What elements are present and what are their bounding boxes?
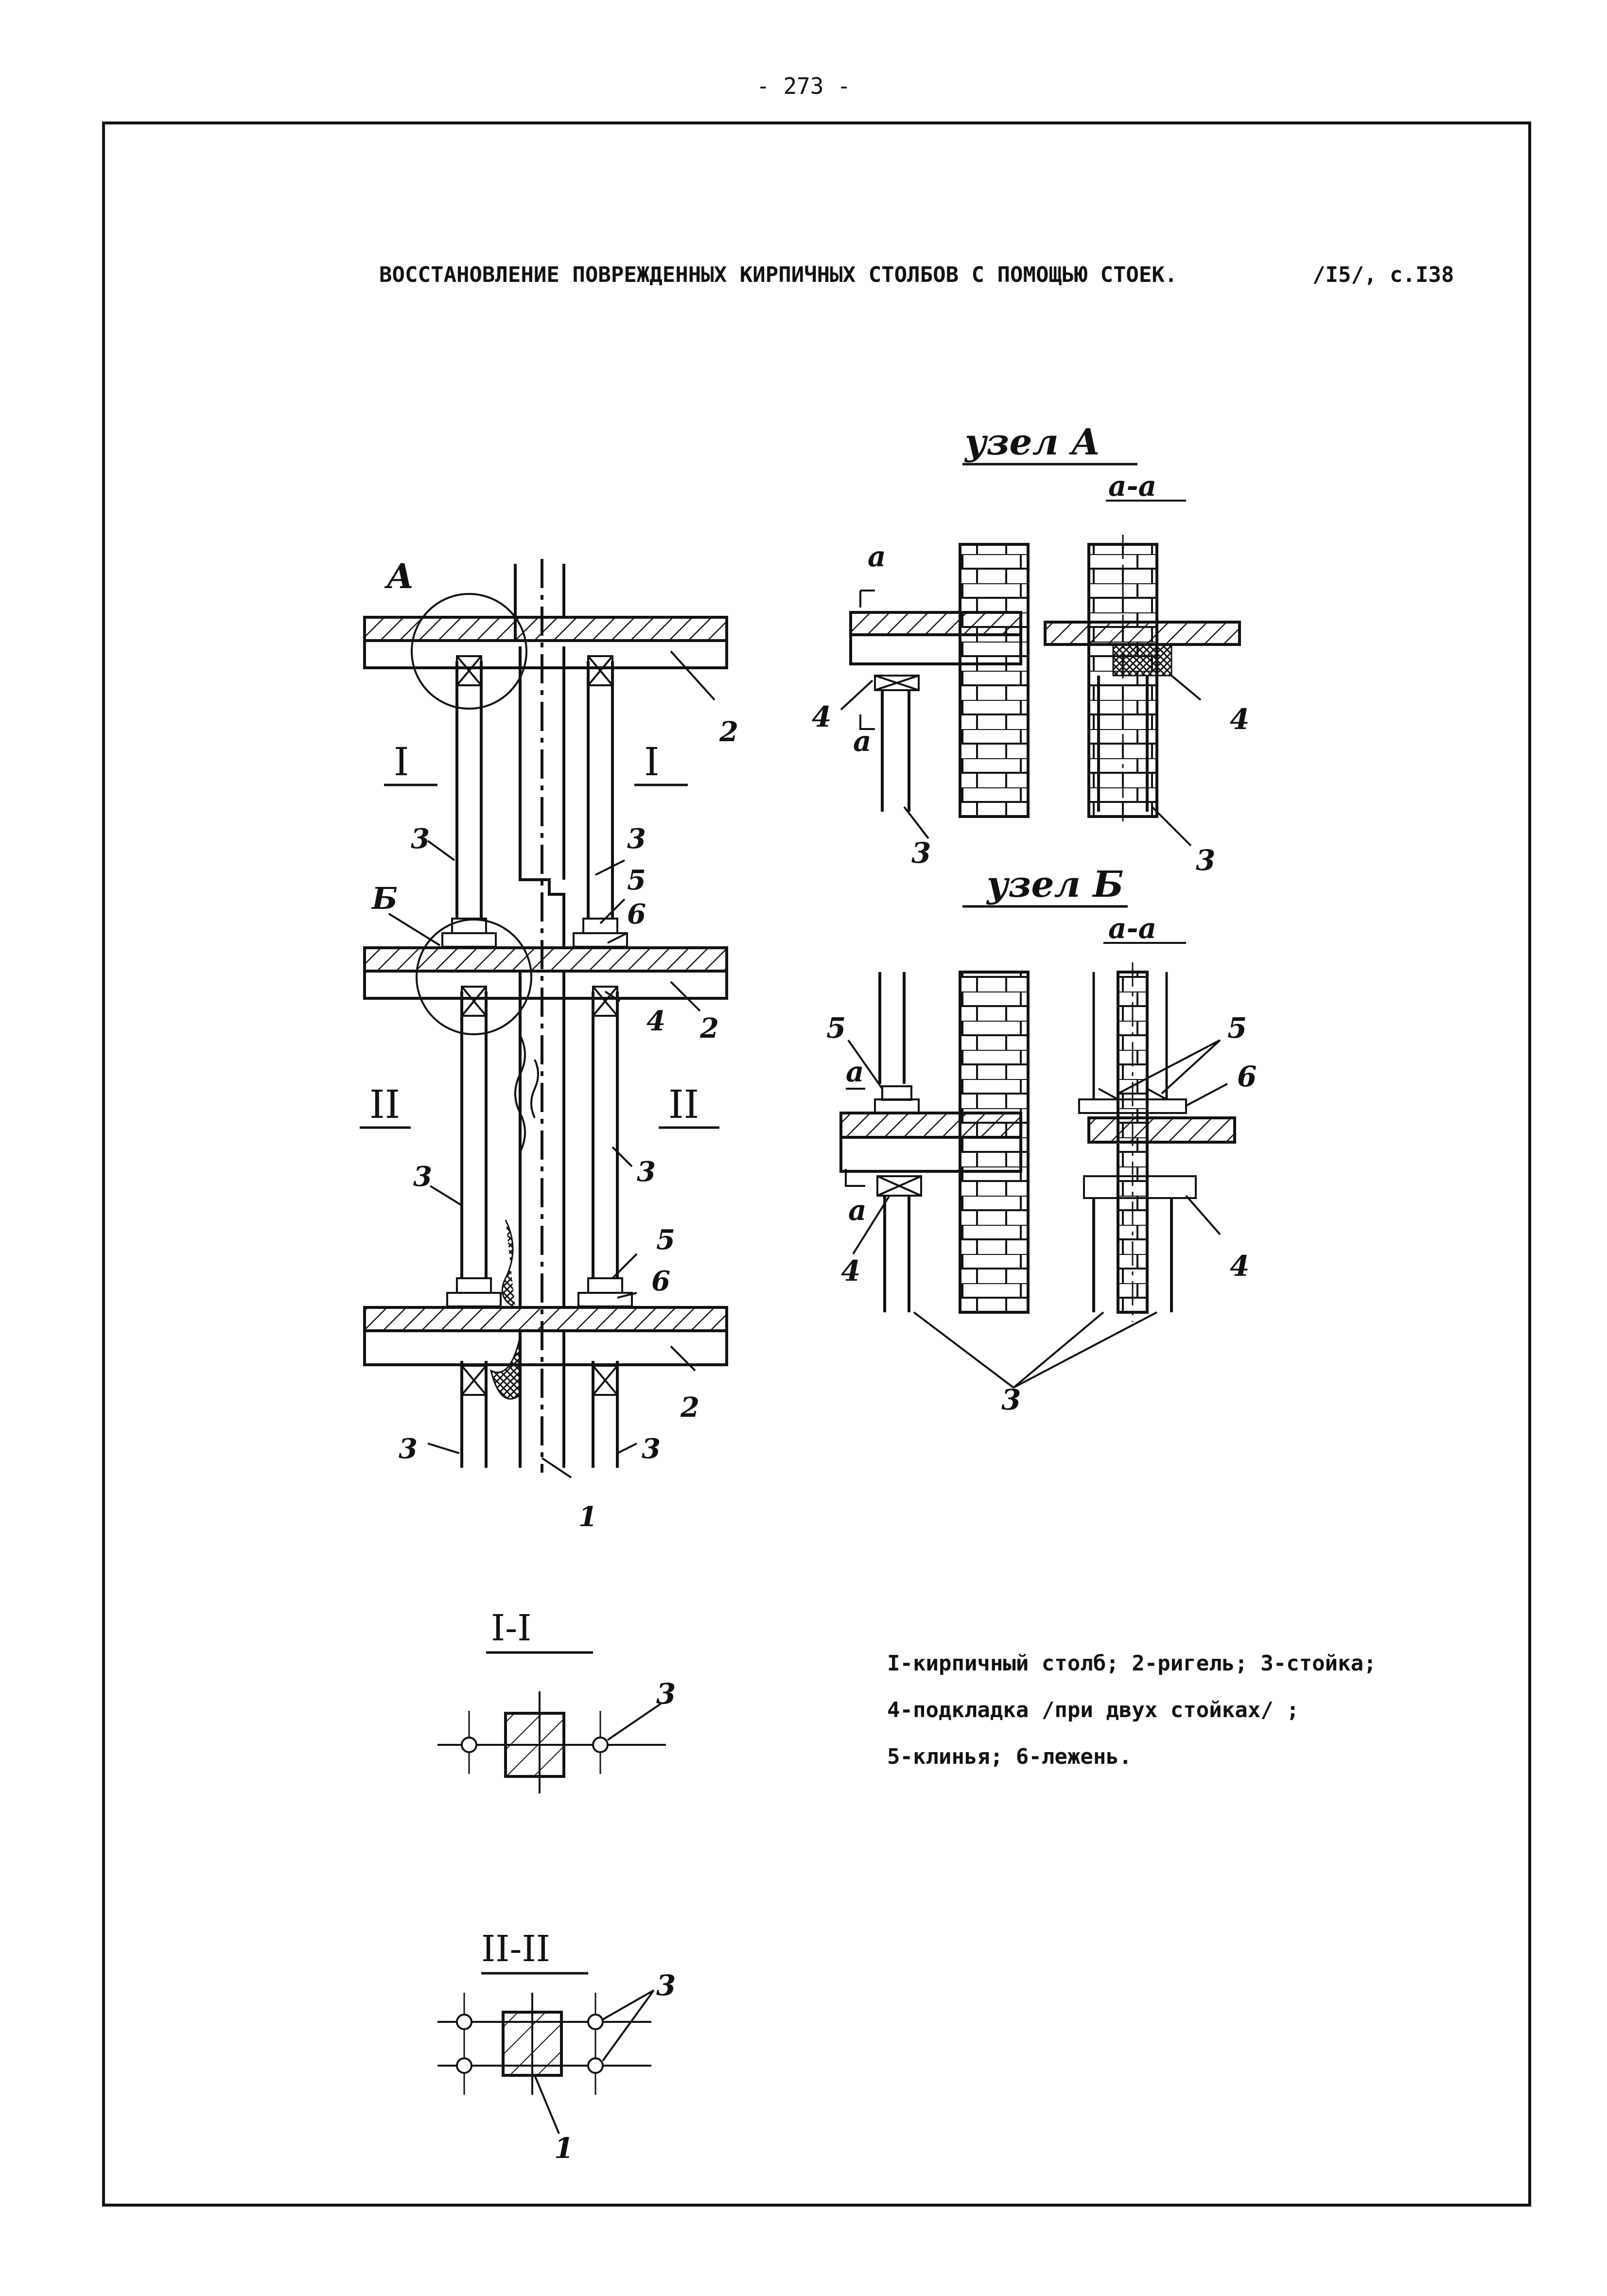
section-I-I-title: I-I xyxy=(491,1607,531,1649)
legend-line-2: 4-подкладка /при двух стойках/ ; xyxy=(887,1698,1299,1722)
callout-4-a: 4 xyxy=(646,1005,665,1037)
callout-3-d: 3 xyxy=(637,1156,656,1188)
section-II-II xyxy=(437,1972,655,2134)
section-mark-I-left: I xyxy=(394,739,409,784)
section-II-II-title: II-II xyxy=(481,1928,550,1970)
node-b-cut-bottom: а xyxy=(848,1194,867,1227)
callout-3-c: 3 xyxy=(413,1161,432,1193)
legend: I-кирпичный столб; 2-ригель; 3-стойка; 4… xyxy=(887,1640,1377,1780)
callout-3-node-a-section: 3 xyxy=(1196,844,1215,877)
section-mark-I-right: I xyxy=(644,739,660,784)
main-elevation xyxy=(360,559,728,1478)
circle-label-b: Б xyxy=(371,881,398,916)
legend-line-1: I-кирпичный столб; 2-ригель; 3-стойка; xyxy=(887,1651,1377,1676)
callout-4-node-a: 4 xyxy=(812,700,831,733)
callout-3-section-I: 3 xyxy=(656,1677,676,1710)
node-b-detail xyxy=(839,905,1236,1389)
reference: /I5/, с.I38 xyxy=(1312,262,1454,287)
callout-2-c: 2 xyxy=(680,1392,699,1424)
section-mark-II-right: II xyxy=(668,1082,699,1127)
callout-5-b: 5 xyxy=(656,1224,675,1256)
callout-3-b: 3 xyxy=(627,823,646,855)
callout-4-node-a-section: 4 xyxy=(1230,703,1249,736)
callout-3-e: 3 xyxy=(399,1433,418,1465)
legend-line-3: 5-клинья; 6-лежень. xyxy=(887,1744,1132,1769)
callout-4-node-b: 4 xyxy=(841,1254,860,1287)
node-a-detail xyxy=(840,463,1241,847)
node-b-title: узел Б xyxy=(986,864,1124,905)
callout-1-main: 1 xyxy=(578,1501,597,1533)
drawing-title: ВОССТАНОВЛЕНИЕ ПОВРЕЖДЕННЫХ КИРПИЧНЫХ СТ… xyxy=(379,262,1178,287)
callout-3-section-II: 3 xyxy=(656,1969,676,2002)
node-b-cut-top: а xyxy=(846,1055,864,1088)
callout-6-node-b-section: 6 xyxy=(1237,1060,1257,1093)
callout-2-b: 2 xyxy=(699,1012,719,1044)
callout-5-node-b: 5 xyxy=(826,1011,846,1044)
callout-4-node-b-section: 4 xyxy=(1230,1250,1249,1283)
callout-3-node-a: 3 xyxy=(911,836,931,870)
drawing-frame xyxy=(102,122,1531,2207)
node-a-title: узел А xyxy=(964,421,1100,463)
callout-3-f: 3 xyxy=(642,1433,661,1465)
section-I-I xyxy=(437,1651,666,1793)
callout-5-a: 5 xyxy=(627,864,646,896)
callout-1-section-II: 1 xyxy=(554,2132,574,2165)
callout-6-a: 6 xyxy=(627,898,646,930)
callout-3-a: 3 xyxy=(411,823,430,855)
page-number: - 273 - xyxy=(756,73,851,99)
callout-2-a: 2 xyxy=(719,716,738,748)
node-a-section-title: а-а xyxy=(1108,470,1156,503)
node-a-cut-bottom: а xyxy=(853,725,872,758)
callout-6-b: 6 xyxy=(651,1265,670,1297)
node-b-section-title: а-а xyxy=(1108,912,1156,945)
callout-3-node-b: 3 xyxy=(1001,1383,1021,1416)
section-mark-II-left: II xyxy=(369,1082,400,1127)
node-a-cut-top: а xyxy=(868,540,886,573)
callout-5-node-b-section: 5 xyxy=(1227,1011,1247,1044)
circle-label-a: А xyxy=(384,556,414,596)
